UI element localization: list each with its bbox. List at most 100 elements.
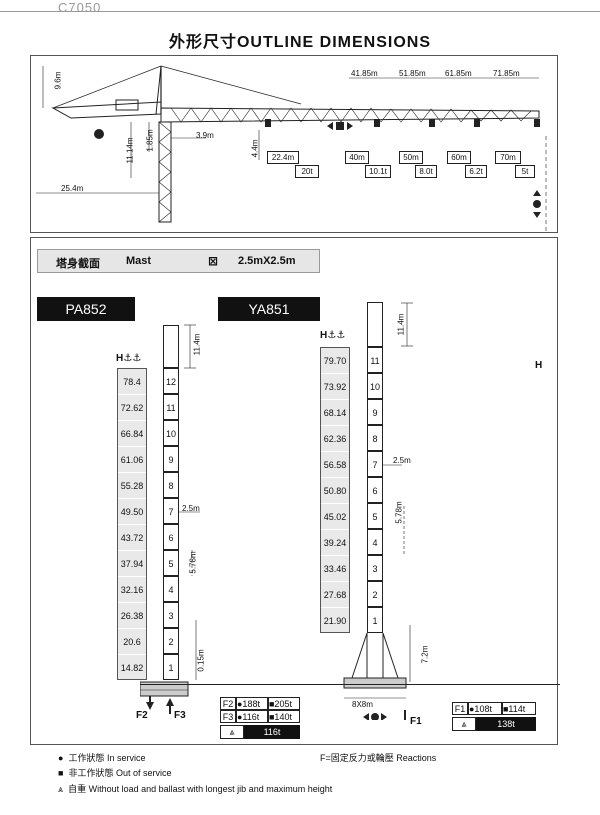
dim-top-height: 9.6m bbox=[53, 71, 63, 90]
ya851-height: 68.14 bbox=[321, 400, 349, 426]
pa852-section: 7 bbox=[163, 498, 179, 524]
ya851-section: 11 bbox=[367, 347, 383, 373]
pa852-section: 8 bbox=[163, 472, 179, 498]
ya851-base-dim: 7.2m bbox=[420, 645, 430, 664]
weight-icon: ⩓ bbox=[58, 784, 64, 794]
pa852-top-dim: 11.4m bbox=[192, 333, 202, 356]
pa852-section: 11 bbox=[163, 394, 179, 420]
pa852-weight-value: 116t bbox=[244, 725, 300, 739]
pa852-height: 49.50 bbox=[118, 499, 146, 525]
pa852-height: 20.6 bbox=[118, 629, 146, 655]
pa852-h-text: H bbox=[116, 353, 124, 364]
ya851-section: 2 bbox=[367, 581, 383, 607]
pa852-section: 10 bbox=[163, 420, 179, 446]
dim-counter-jib: 25.4m bbox=[61, 184, 84, 193]
ya851-sec-dim: 5.78m bbox=[394, 501, 404, 524]
legend-out-service-text: 非工作狀態 Out of service bbox=[68, 768, 172, 778]
capacity-load-4: 6.2t bbox=[465, 165, 487, 178]
pa852-mast-top bbox=[163, 325, 179, 368]
pa852-force-f2: F2 bbox=[136, 710, 148, 721]
ya851-section: 5 bbox=[367, 503, 383, 529]
pa852-r1-in: ●188t bbox=[236, 697, 268, 710]
pa852-height: 61.06 bbox=[118, 447, 146, 473]
ya851-height: 27.68 bbox=[321, 582, 349, 608]
ya851-top-dim: 11.4m bbox=[396, 313, 406, 336]
ya851-height: 45.02 bbox=[321, 504, 349, 530]
pa852-r1-out: ■205t bbox=[268, 697, 300, 710]
capacity-load-3: 8.0t bbox=[415, 165, 437, 178]
pa852-force-f3: F3 bbox=[174, 710, 186, 721]
pa852-section: 6 bbox=[163, 524, 179, 550]
legend-reactions: F=固定反力或輪壓 Reactions bbox=[320, 753, 437, 763]
pa852-height-column: 78.4 72.62 66.84 61.06 55.28 49.50 43.72… bbox=[117, 368, 147, 681]
ya851-section: 3 bbox=[367, 555, 383, 581]
pa852-section: 9 bbox=[163, 446, 179, 472]
pa852-section: 2 bbox=[163, 628, 179, 654]
model-label-pa852: PA852 bbox=[37, 297, 135, 321]
pa852-height: 37.94 bbox=[118, 551, 146, 577]
pa852-height: 26.38 bbox=[118, 603, 146, 629]
jib-length-4: 71.85m bbox=[493, 69, 520, 78]
model-code: C7050 bbox=[58, 0, 102, 15]
ya851-width-dim: 2.5m bbox=[393, 456, 411, 465]
hook-icon: ⚓⚓ bbox=[327, 330, 346, 341]
mast-label-cn: 塔身截面 bbox=[56, 258, 100, 270]
crane-outline-panel: 9.6m 11.14m 1.85m 3.9m 4.4m 25.4m 41.85m… bbox=[30, 55, 558, 234]
jib-length-2: 51.85m bbox=[399, 69, 426, 78]
ya851-height: 73.92 bbox=[321, 374, 349, 400]
pa852-reactions-table: F2 ●188t ■205t F3 ●116t ■140t ⩓ 116t bbox=[220, 697, 300, 741]
ya851-section: 6 bbox=[367, 477, 383, 503]
ya851-section: 7 bbox=[367, 451, 383, 477]
model-label-ya851: YA851 bbox=[218, 297, 320, 321]
dim-3-9: 3.9m bbox=[196, 131, 214, 140]
in-service-dot-icon: ● bbox=[58, 753, 64, 763]
page-title: 外形尺寸OUTLINE DIMENSIONS bbox=[168, 34, 431, 51]
pa852-sec-dim: 5.78m bbox=[188, 551, 198, 574]
ya851-height: 33.46 bbox=[321, 556, 349, 582]
top-rule bbox=[0, 11, 600, 12]
pa852-height: 78.4 bbox=[118, 369, 146, 395]
capacity-radius-3: 50m bbox=[399, 151, 423, 164]
ground-line bbox=[140, 684, 560, 685]
capacity-load-1: 20t bbox=[295, 165, 319, 178]
capacity-radius-2: 40m bbox=[345, 151, 369, 164]
pa852-section: 1 bbox=[163, 654, 179, 680]
ya851-section: 1 bbox=[367, 607, 383, 633]
dim-11-14: 11.14m bbox=[125, 137, 135, 164]
ya851-r1-label: F1 bbox=[452, 702, 468, 715]
dim-1-85: 1.85m bbox=[145, 129, 155, 152]
ya851-section: 4 bbox=[367, 529, 383, 555]
pa852-height: 55.28 bbox=[118, 473, 146, 499]
ya851-weight-icon: ⩓ bbox=[452, 717, 476, 731]
capacity-radius-1: 22.4m bbox=[267, 151, 299, 164]
pa852-section: 12 bbox=[163, 368, 179, 394]
ya851-height-column: 79.70 73.92 68.14 62.36 56.58 50.80 45.0… bbox=[320, 347, 350, 634]
capacity-load-5: 5t bbox=[515, 165, 535, 178]
ya851-base-width: 8X8m bbox=[352, 700, 373, 709]
mast-config-panel bbox=[30, 237, 558, 745]
dim-4-4: 4.4m bbox=[250, 139, 260, 158]
pa852-section: 5 bbox=[163, 550, 179, 576]
mast-label-en: Mast bbox=[126, 255, 152, 267]
pa852-r1-label: F2 bbox=[220, 697, 236, 710]
ya851-height: 56.58 bbox=[321, 452, 349, 478]
mast-section-icon: ⊠ bbox=[208, 254, 219, 268]
ya851-height: 50.80 bbox=[321, 478, 349, 504]
capacity-radius-4: 60m bbox=[447, 151, 471, 164]
ya851-mast-top bbox=[367, 302, 383, 347]
pa852-r2-label: F3 bbox=[220, 710, 236, 723]
h-right-label: H bbox=[535, 360, 543, 371]
pa852-height: 43.72 bbox=[118, 525, 146, 551]
ya851-height: 62.36 bbox=[321, 426, 349, 452]
pa852-height: 66.84 bbox=[118, 421, 146, 447]
capacity-load-2: 10.1t bbox=[365, 165, 391, 178]
crane-drawing bbox=[36, 65, 547, 234]
hook-icon: ⚓⚓ bbox=[123, 353, 142, 364]
legend-self-weight: ⩓ 自重 Without load and ballast with longe… bbox=[58, 782, 332, 795]
ya851-dimensions bbox=[343, 302, 413, 720]
capacity-radius-5: 70m bbox=[495, 151, 521, 164]
ya851-height: 39.24 bbox=[321, 530, 349, 556]
out-service-square-icon: ■ bbox=[58, 768, 64, 778]
pa852-h-label: H⚓⚓ bbox=[116, 353, 141, 364]
mast-section-size: 2.5mX2.5m bbox=[238, 255, 296, 267]
